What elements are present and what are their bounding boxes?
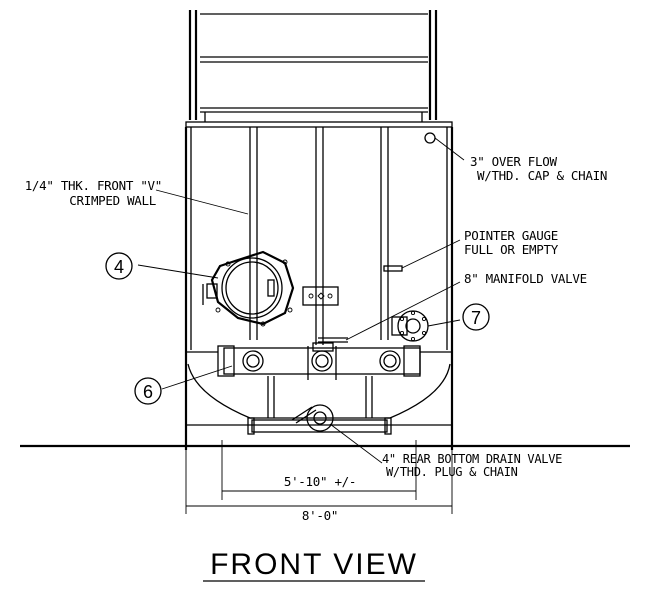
gauge-label-line1: POINTER GAUGE xyxy=(464,228,558,243)
callout-4-number: 4 xyxy=(114,257,124,277)
manifold-valve-label: 8" MANIFOLD VALVE xyxy=(464,271,587,286)
callout-6-number: 6 xyxy=(143,382,153,402)
callout-7: 7 xyxy=(462,303,490,331)
center-plate xyxy=(302,286,339,306)
front-v-crimped-wall xyxy=(249,127,389,345)
drain-valve xyxy=(247,404,392,464)
manifold-valve xyxy=(312,281,461,352)
overflow-label-line2: W/THD. CAP & CHAIN xyxy=(477,168,607,183)
drain-label-line2: W/THD. PLUG & CHAIN xyxy=(386,465,518,479)
tank-body xyxy=(184,121,454,450)
overflow-fitting xyxy=(424,132,465,161)
overflow-label-line1: 3" OVER FLOW xyxy=(470,154,557,169)
bottom-hopper xyxy=(20,351,630,448)
dimension-lines xyxy=(185,440,453,514)
front-wall-label-line2: CRIMPED WALL xyxy=(69,193,156,208)
front-wall-label-line1: 1/4" THK. FRONT "V" xyxy=(25,178,162,193)
view-title: FRONT VIEW xyxy=(210,548,418,581)
callout-6: 6 xyxy=(134,377,162,405)
callout-7-number: 7 xyxy=(471,308,481,328)
inner-width-dimension: 5'-10" +/- xyxy=(284,474,356,489)
drain-label-line1: 4" REAR BOTTOM DRAIN VALVE xyxy=(382,452,562,466)
gauge-label-line2: FULL OR EMPTY xyxy=(464,242,559,257)
side-port xyxy=(391,310,429,342)
leader-lines xyxy=(137,189,461,390)
top-railing xyxy=(188,10,438,122)
manway-hatch xyxy=(202,250,295,327)
pointer-gauge xyxy=(383,239,461,272)
callout-4: 4 xyxy=(105,252,133,280)
overall-width-dimension: 8'-0" xyxy=(302,508,338,523)
manifold-header xyxy=(217,345,421,380)
